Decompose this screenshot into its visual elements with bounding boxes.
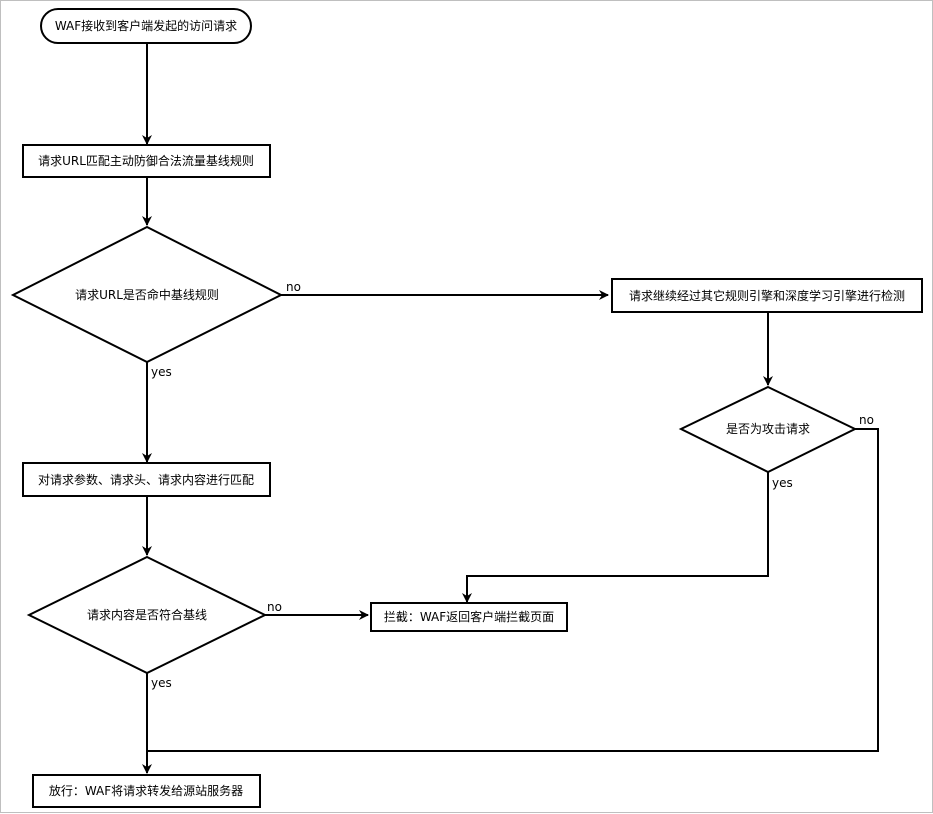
- hit-baseline-decision-shape: [10, 225, 284, 364]
- content-match-label: 请求内容是否符合基线: [87, 607, 207, 622]
- other-engines-label: 请求继续经过其它规则引擎和深度学习引擎进行检测: [629, 288, 905, 303]
- is-attack-decision-shape: [678, 385, 858, 474]
- node-block: 拦截：WAF返回客户端拦截页面: [370, 602, 568, 632]
- match-params-label: 对请求参数、请求头、请求内容进行匹配: [38, 472, 254, 487]
- block-process-shape: [370, 602, 568, 632]
- node-allow: 放行：WAF将请求转发给源站服务器: [32, 774, 261, 808]
- match-active-process-shape: [22, 144, 271, 178]
- start-terminal-shape: [40, 8, 252, 44]
- node-other-engines: 请求继续经过其它规则引擎和深度学习引擎进行检测: [611, 278, 923, 313]
- allow-process-shape: [32, 774, 261, 808]
- node-hit-baseline: 请求URL是否命中基线规则: [10, 225, 284, 364]
- content-match-yes-label: yes: [151, 676, 172, 690]
- edge-is-attack-yes: [462, 472, 769, 603]
- node-content-match: 请求内容是否符合基线: [26, 555, 268, 675]
- hit-baseline-yes-label: yes: [151, 365, 172, 379]
- node-match-active: 请求URL匹配主动防御合法流量基线规则: [22, 144, 271, 178]
- start-label: WAF接收到客户端发起的访问请求: [55, 18, 237, 33]
- match-active-label: 请求URL匹配主动防御合法流量基线规则: [38, 153, 254, 168]
- edge-labels: no yes no yes no yes: [151, 280, 874, 690]
- hit-baseline-no-label: no: [286, 280, 301, 294]
- hit-baseline-label: 请求URL是否命中基线规则: [75, 287, 219, 302]
- allow-label: 放行：WAF将请求转发给源站服务器: [49, 783, 243, 798]
- other-engines-process-shape: [611, 278, 923, 313]
- is-attack-yes-label: yes: [772, 476, 793, 490]
- content-match-decision-shape: [26, 555, 268, 675]
- block-label: 拦截：WAF返回客户端拦截页面: [384, 609, 554, 624]
- match-params-process-shape: [22, 462, 271, 497]
- is-attack-label: 是否为攻击请求: [726, 422, 810, 436]
- edge-is-attack-no: [147, 428, 879, 752]
- node-start: WAF接收到客户端发起的访问请求: [40, 8, 252, 44]
- node-is-attack: 是否为攻击请求: [678, 385, 858, 474]
- is-attack-no-label: no: [859, 413, 874, 427]
- edges: [142, 43, 879, 774]
- node-match-params: 对请求参数、请求头、请求内容进行匹配: [22, 462, 271, 497]
- content-match-no-label: no: [267, 600, 282, 614]
